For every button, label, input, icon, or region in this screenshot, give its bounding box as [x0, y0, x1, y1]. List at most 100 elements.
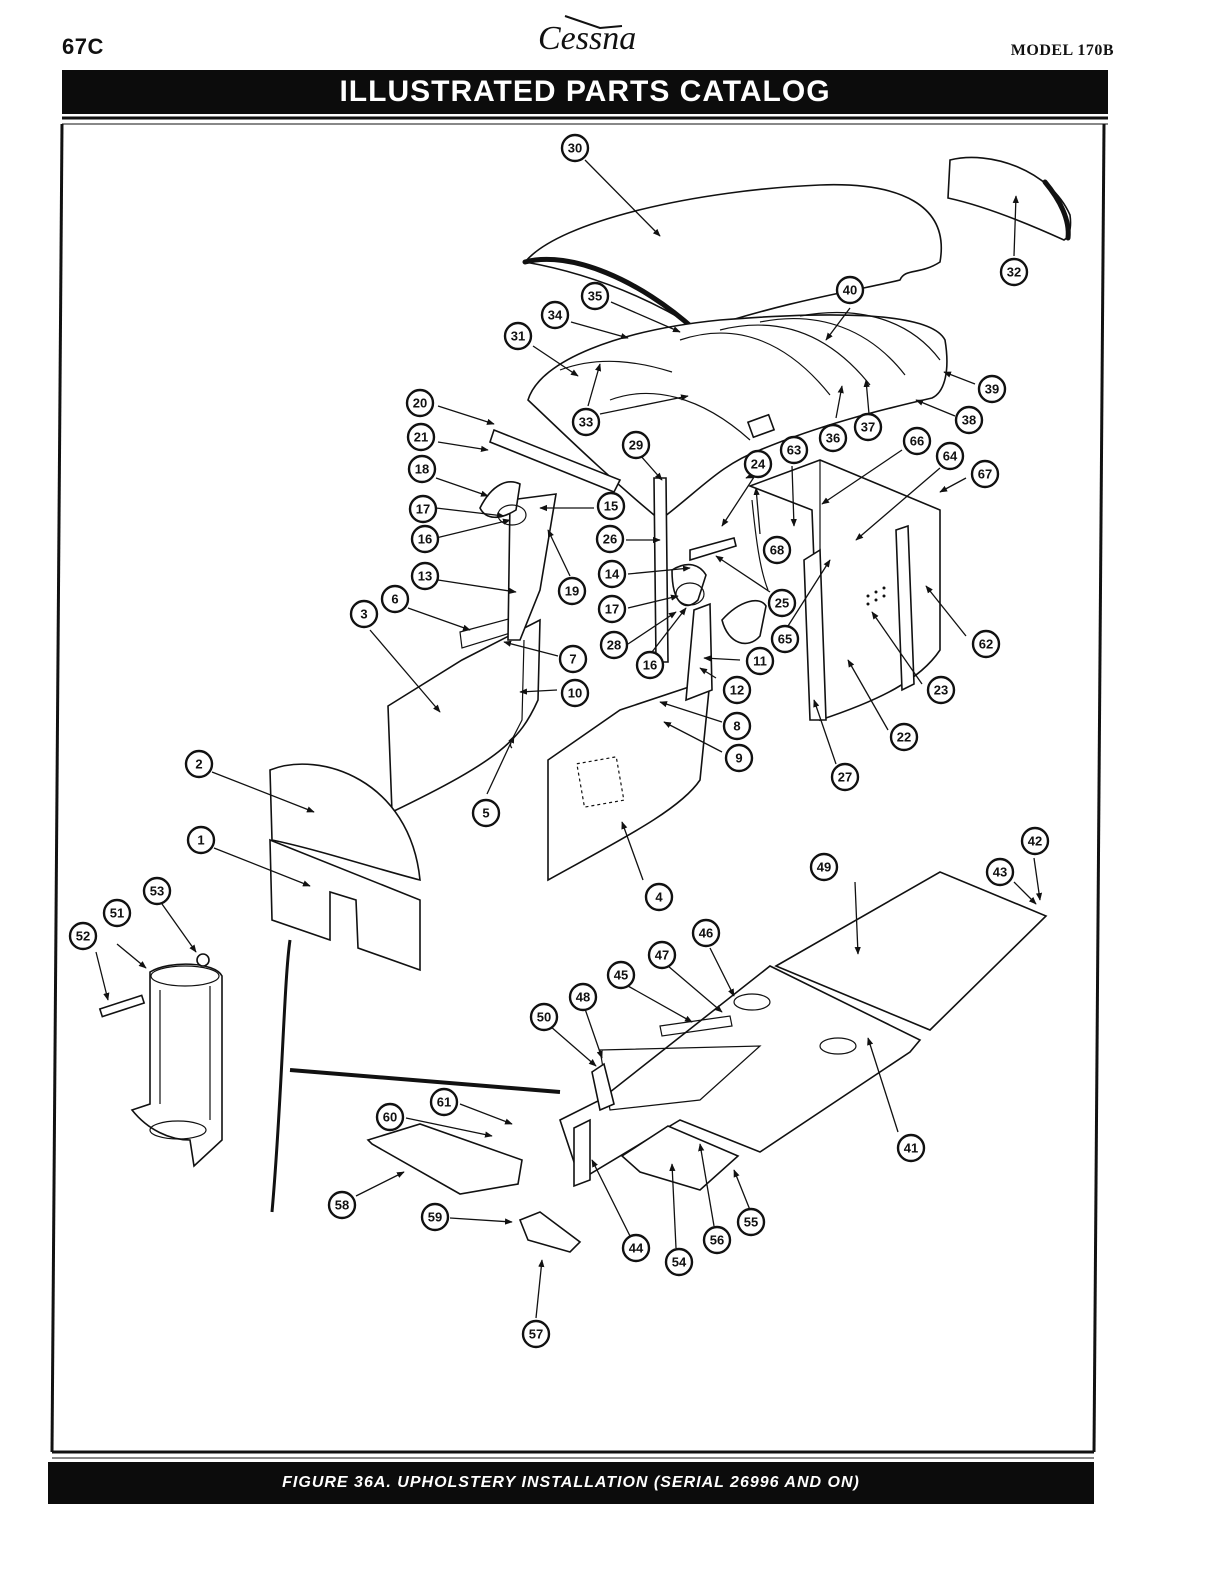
callout-circle — [736, 1207, 766, 1237]
callout-circle — [568, 982, 598, 1012]
callout-2: 2 — [184, 749, 214, 779]
callout-circle — [186, 825, 216, 855]
callout-number: 34 — [548, 308, 563, 323]
callout-44: 44 — [621, 1233, 651, 1263]
callout-circle — [954, 405, 984, 435]
callout-number: 62 — [979, 637, 993, 652]
callout-number: 8 — [733, 719, 740, 734]
callout-50: 50 — [529, 1002, 559, 1032]
callout-number: 27 — [838, 770, 852, 785]
callout-36: 36 — [818, 423, 848, 453]
model-label: MODEL 170B — [1010, 42, 1114, 59]
cessna-logo-swoosh-icon — [564, 15, 623, 30]
control-column-housing-part — [98, 953, 223, 1168]
callout-number: 12 — [730, 683, 744, 698]
callout-number: 30 — [568, 141, 582, 156]
callout-number: 16 — [643, 658, 657, 673]
callout-circle — [580, 281, 610, 311]
callout-circle — [597, 594, 627, 624]
callout-57: 57 — [521, 1319, 551, 1349]
callout-64: 64 — [935, 441, 965, 471]
callout-number: 36 — [826, 431, 840, 446]
callout-circle — [621, 1233, 651, 1263]
callout-59: 59 — [420, 1202, 450, 1232]
callout-number: 61 — [437, 1095, 451, 1110]
callout-number: 64 — [943, 449, 958, 464]
callout-circle — [935, 441, 965, 471]
callout-number: 67 — [978, 467, 992, 482]
callout-62: 62 — [971, 629, 1001, 659]
callout-number: 54 — [672, 1255, 687, 1270]
callout-number: 21 — [414, 430, 428, 445]
callout-circle — [558, 644, 588, 674]
callout-circle — [503, 321, 533, 351]
headliner-part — [522, 183, 943, 333]
callout-circle — [926, 675, 956, 705]
callout-circle — [835, 275, 865, 305]
windshield-header-strip-part — [489, 428, 622, 494]
callout-17: 17 — [597, 594, 627, 624]
callout-circle — [853, 412, 883, 442]
callout-circle — [770, 624, 800, 654]
callout-49: 49 — [809, 852, 839, 882]
callout-number: 9 — [735, 751, 742, 766]
callout-circle — [380, 584, 410, 614]
callout-47: 47 — [647, 940, 677, 970]
title-bar: ILLUSTRATED PARTS CATALOG — [62, 70, 1108, 114]
callout-circle — [327, 1190, 357, 1220]
callout-number: 7 — [569, 652, 576, 667]
callout-circle — [521, 1319, 551, 1349]
callout-circle — [830, 762, 860, 792]
leader-lines — [95, 159, 1043, 1319]
callout-number: 66 — [910, 434, 924, 449]
callout-circle — [970, 459, 1000, 489]
callout-number: 57 — [529, 1327, 543, 1342]
callout-circle — [702, 1225, 732, 1255]
access-plate-parts — [366, 1123, 582, 1253]
callout-34: 34 — [540, 300, 570, 330]
left-side-panels-part — [387, 493, 711, 882]
callout-circle — [405, 388, 435, 418]
callout-circle — [647, 940, 677, 970]
cabin-frame-line — [270, 939, 561, 1213]
figure-caption-bar: FIGURE 36A. UPHOLSTERY INSTALLATION (SER… — [48, 1462, 1094, 1504]
brand-logo: Cessna — [538, 20, 637, 57]
callout-number: 45 — [614, 968, 628, 983]
callout-18: 18 — [407, 454, 437, 484]
callout-63: 63 — [779, 435, 809, 465]
callout-circle — [691, 918, 721, 948]
callout-number: 20 — [413, 396, 427, 411]
diagram-frame — [50, 116, 1108, 1459]
callout-number: 42 — [1028, 834, 1042, 849]
callout-42: 42 — [1020, 826, 1050, 856]
callout-circle — [410, 524, 440, 554]
callout-4: 4 — [644, 882, 674, 912]
callout-number: 56 — [710, 1233, 724, 1248]
callout-number: 11 — [753, 654, 767, 669]
callout-13: 13 — [410, 561, 440, 591]
callout-circle — [999, 257, 1029, 287]
callout-circle — [407, 454, 437, 484]
callout-circle — [429, 1087, 459, 1117]
callout-circle — [779, 435, 809, 465]
callout-number: 5 — [482, 806, 489, 821]
callout-number: 2 — [195, 757, 202, 772]
callout-number: 50 — [537, 1010, 551, 1025]
floor-covering-part — [559, 871, 1048, 1191]
callout-number: 1 — [197, 833, 204, 848]
callout-65: 65 — [770, 624, 800, 654]
callout-circle — [762, 535, 792, 565]
callout-number: 14 — [605, 567, 620, 582]
callout-circle — [597, 559, 627, 589]
callout-circle — [410, 561, 440, 591]
callout-9: 9 — [724, 743, 754, 773]
callout-circle — [635, 650, 665, 680]
callout-circle — [375, 1102, 405, 1132]
callout-number: 49 — [817, 860, 831, 875]
vent-holes — [866, 586, 886, 606]
callout-number: 22 — [897, 730, 911, 745]
callout-17: 17 — [408, 494, 438, 524]
callout-number: 63 — [787, 443, 801, 458]
